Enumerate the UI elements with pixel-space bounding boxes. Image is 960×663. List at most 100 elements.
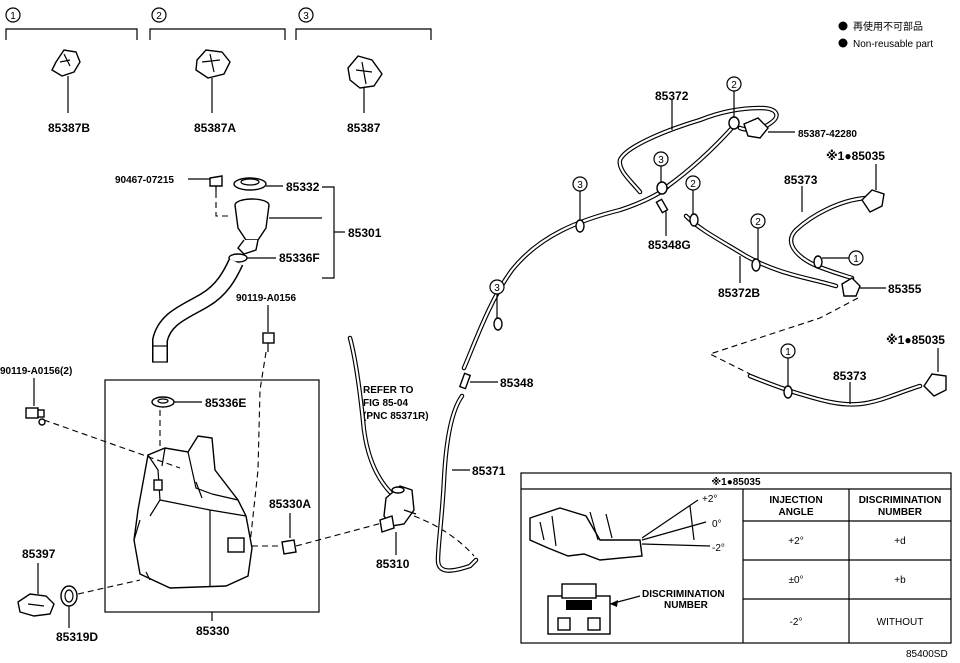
injection-table: ※1●85035 INJECTION ANGLE DISCRIMINATION …	[520, 472, 952, 644]
hose-85371: 85371	[435, 393, 506, 573]
nozzle-85035-upper: ※1●85035	[826, 149, 885, 213]
label-85319D: 85319D	[56, 630, 98, 644]
label-85387-42280: 85387-42280	[798, 129, 857, 140]
motor-85310: 85310	[376, 485, 475, 571]
nozzle-85035-lower: ※1●85035	[886, 333, 947, 397]
sensor-85397: 85397	[17, 547, 56, 617]
group-number: 1	[10, 11, 16, 22]
non-reusable-dot-icon	[838, 38, 848, 48]
connector-85348G: 85348G	[648, 198, 691, 252]
legend-jp: 再使用不可部品	[853, 20, 923, 33]
callout-2: 2	[755, 217, 761, 228]
clamp-2a: 2	[726, 76, 742, 130]
group-number: 2	[156, 11, 162, 22]
header-injection: INJECTION	[769, 495, 822, 506]
grommet-85336E: 85336E	[151, 396, 246, 448]
clip-85387-42280: 85387-42280	[743, 117, 857, 140]
callout-3: 3	[658, 155, 664, 166]
hose-85373-lower: 85373	[747, 369, 923, 407]
label-85336F: 85336F	[279, 251, 320, 265]
label-85371: 85371	[472, 464, 506, 478]
clip-90467: 90467-07215	[115, 175, 232, 217]
label-85310: 85310	[376, 557, 410, 571]
angle-minus2: -2°	[712, 543, 725, 554]
group-bracket-3: 3	[295, 7, 432, 40]
angle-plus2: +2°	[702, 494, 717, 505]
label-85035-lower: ※1●85035	[886, 333, 945, 347]
row-angle: -2°	[790, 617, 803, 628]
header-number: NUMBER	[878, 507, 923, 518]
hose-85372: 85372	[461, 89, 779, 371]
label-85373-upper: 85373	[784, 173, 818, 187]
clip-85387: 85387	[347, 55, 383, 135]
label-85387B: 85387B	[48, 121, 90, 135]
label-85397: 85397	[22, 547, 56, 561]
legend: 再使用不可部品 Non-reusable part	[838, 20, 933, 50]
callout-3: 3	[577, 180, 583, 191]
row-angle: +2°	[788, 536, 803, 547]
label-85372B: 85372B	[718, 286, 760, 300]
screw-90119-A0156-2: 90119-A0156(2)	[0, 366, 181, 469]
header-angle: ANGLE	[779, 507, 814, 518]
group-bracket-2: 2	[149, 7, 286, 40]
callout-3: 3	[494, 283, 500, 294]
joint-85355: 85355	[708, 277, 922, 375]
label-85301: 85301	[348, 226, 382, 240]
label-90119-A0156: 90119-A0156	[236, 293, 296, 304]
clamp-3b: 3	[489, 279, 505, 331]
number-label: NUMBER	[664, 600, 709, 611]
refer-fig-text: FIG 85-04	[363, 398, 408, 409]
label-85372: 85372	[655, 89, 689, 103]
clip-85387B: 85387B	[48, 49, 90, 135]
label-85330: 85330	[196, 624, 230, 638]
row-angle: ±0°	[788, 575, 803, 586]
callout-2: 2	[731, 80, 737, 91]
filler-neck	[234, 198, 322, 255]
washer-tank-85330	[133, 435, 253, 589]
label-85355: 85355	[888, 282, 922, 296]
label-85035-upper: ※1●85035	[826, 149, 885, 163]
callout-2: 2	[690, 179, 696, 190]
row-number: WITHOUT	[877, 617, 924, 628]
clamp-3c: 3	[653, 151, 669, 195]
label-85373-lower: 85373	[833, 369, 867, 383]
discrimination-label: DISCRIMINATION	[642, 589, 725, 600]
label-90467-07215: 90467-07215	[115, 175, 174, 186]
screw-90119-A0156: 90119-A0156	[236, 293, 296, 545]
row-number: +d	[894, 536, 905, 547]
figure-id: 85400SD	[906, 649, 948, 660]
refer-pnc-text: (PNC 85371R)	[363, 411, 429, 422]
callout-1: 1	[853, 254, 859, 265]
label-85348: 85348	[500, 376, 534, 390]
hose-refer	[347, 335, 395, 497]
cap-85332: 85332	[233, 177, 320, 194]
legend-en: Non-reusable part	[853, 39, 933, 50]
clamp-1b: 1	[780, 343, 796, 399]
grommet-85319D: 85319D	[56, 579, 141, 644]
refer-note: REFER TO FIG 85-04 (PNC 85371R)	[363, 385, 429, 422]
label-85348G: 85348G	[648, 238, 691, 252]
label-85387A: 85387A	[194, 121, 236, 135]
group-bracket-1: 1	[5, 7, 138, 40]
table-title: ※1●85035	[711, 476, 761, 488]
bracket-85301	[322, 186, 335, 279]
group-number: 3	[303, 11, 309, 22]
hose-85373-upper: 85373	[784, 173, 869, 281]
clamp-2b: 2	[685, 175, 701, 227]
nozzle-spray-illustration: +2° 0° -2°	[529, 494, 725, 561]
hose-85372B: 85372B	[683, 213, 839, 300]
label-85332: 85332	[286, 180, 320, 194]
inlet-pipe	[152, 258, 244, 363]
clamp-2c: 2	[750, 213, 766, 272]
angle-zero: 0°	[712, 519, 722, 530]
label-85336E: 85336E	[205, 396, 246, 410]
grommet-85330A: 85330A	[252, 497, 387, 555]
label-90119-A0156-2: 90119-A0156(2)	[0, 366, 72, 377]
clamp-1a: 1	[813, 250, 864, 269]
refer-to-text: REFER TO	[363, 385, 414, 396]
callout-1: 1	[785, 347, 791, 358]
discrimination-illustration: DISCRIMINATION NUMBER	[547, 583, 725, 635]
non-reusable-dot-icon	[838, 21, 848, 31]
